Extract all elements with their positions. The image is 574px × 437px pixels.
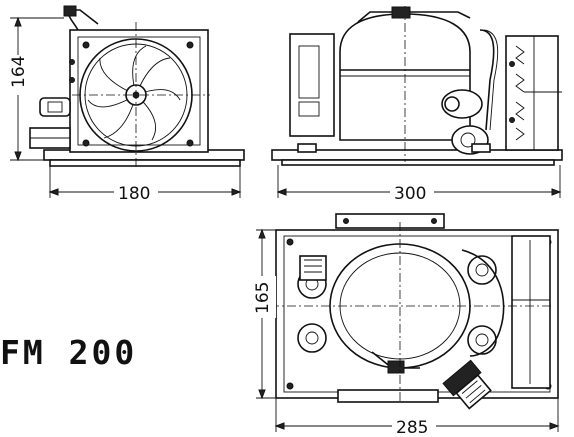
top-width-dimension: 285: [274, 398, 560, 437]
condenser: [505, 35, 559, 151]
side-width-label: 300: [394, 184, 426, 204]
top-coupling: [391, 6, 411, 19]
discharge-pipe: [479, 29, 495, 131]
front-width-dimension: 180: [48, 166, 242, 204]
front-base-feet: [49, 159, 241, 167]
front-width-label: 180: [118, 184, 150, 204]
front-service-valve: [39, 97, 71, 117]
model-label: FM 200: [0, 333, 138, 372]
top-coupling-bottom: [387, 360, 405, 374]
side-view: [271, 6, 563, 166]
top-condenser: [511, 235, 551, 389]
front-view: [29, 5, 245, 168]
top-pipe: [461, 249, 505, 357]
front-height-dimension: 164: [4, 16, 64, 162]
cable-plug: [442, 359, 492, 410]
top-width-label: 285: [396, 418, 428, 437]
top-bracket: [335, 213, 445, 229]
top-depth-dimension: 165: [250, 228, 276, 400]
side-width-dimension: 300: [276, 165, 562, 204]
condenser-fins: [515, 45, 525, 141]
top-depth-label: 165: [253, 282, 273, 314]
relay-box: [289, 33, 335, 137]
top-view: [270, 213, 559, 410]
front-height-label: 164: [9, 56, 29, 88]
